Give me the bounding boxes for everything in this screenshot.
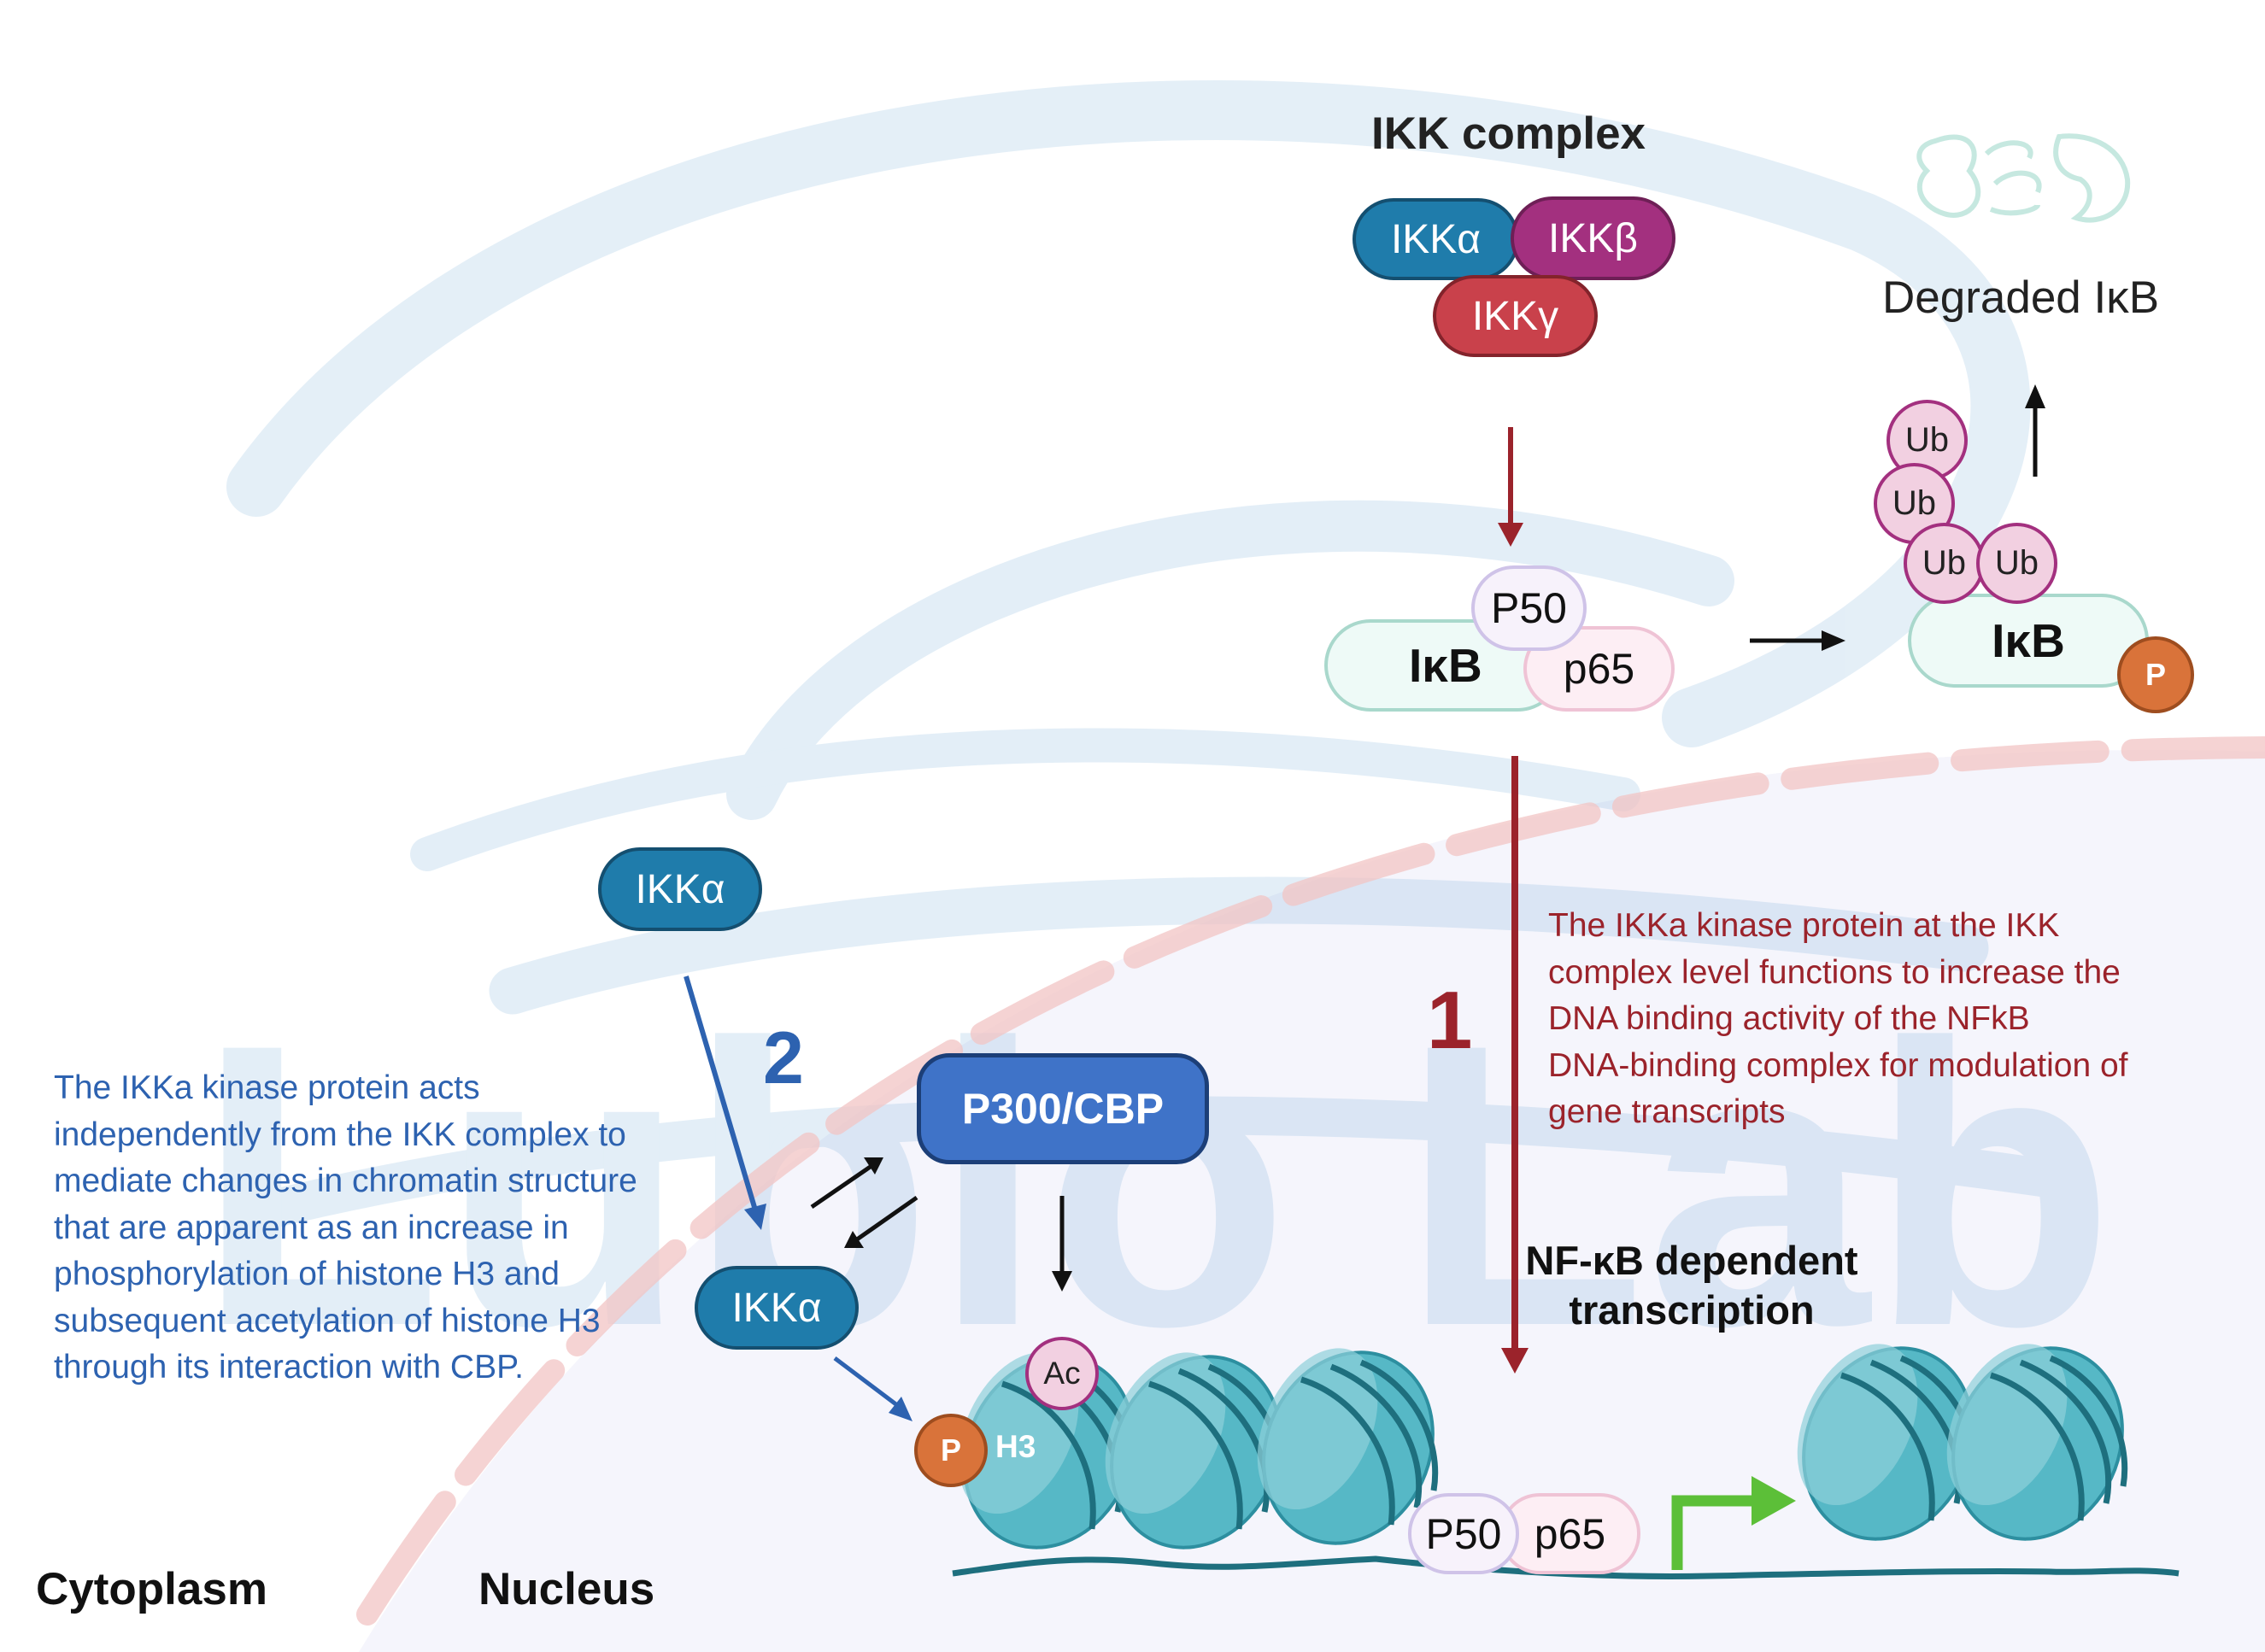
ikk-gamma-subunit: IKKγ bbox=[1433, 275, 1598, 357]
ub-tag: Ub bbox=[1976, 523, 2057, 604]
arrow-p300-to-ikka bbox=[855, 1195, 918, 1242]
histone-h3-label: H3 bbox=[995, 1429, 1036, 1464]
ikka-free-top: IKKα bbox=[598, 847, 762, 931]
svg-text:Lubio Lab: Lubio Lab bbox=[197, 961, 2115, 1409]
p50-bound-dna: P50 bbox=[1408, 1493, 1519, 1574]
arrow-ikka-to-h3 bbox=[833, 1356, 899, 1407]
nucleosome bbox=[1257, 1348, 1439, 1545]
nuclear-membrane bbox=[356, 736, 2265, 1626]
arrow-ikka-to-p300 bbox=[810, 1163, 873, 1210]
nucleosome bbox=[1105, 1352, 1287, 1549]
nucleosome bbox=[1946, 1344, 2128, 1541]
degraded-fragments-icon bbox=[1916, 133, 2131, 223]
ub-tag: Ub bbox=[1904, 523, 1985, 604]
pathway-2-number: 2 bbox=[763, 1017, 804, 1099]
p65-subunit: p65 bbox=[1523, 626, 1675, 712]
nucleus-region bbox=[359, 749, 2265, 1652]
ikk-complex-title: IKK complex bbox=[1371, 108, 1646, 159]
degraded-ikb-label: Degraded IκB bbox=[1882, 272, 2160, 323]
ikk-alpha-subunit: IKKα bbox=[1353, 198, 1519, 280]
watermark-logo: Lubio Lab bbox=[197, 80, 2115, 1409]
promoter-arrow-icon bbox=[1671, 1495, 1760, 1570]
phospho-ikb-protein: IκB bbox=[1908, 594, 2149, 688]
phosphate-group: P bbox=[2117, 636, 2194, 713]
pathway-1-description: The IKKa kinase protein at the IKK compl… bbox=[1548, 907, 2128, 1130]
ikk-beta-subunit: IKKβ bbox=[1511, 196, 1675, 280]
ikb-label: IκB bbox=[1409, 639, 1482, 692]
acetyl-group: Ac bbox=[1025, 1337, 1099, 1410]
pathway-1-number: 1 bbox=[1427, 975, 1473, 1066]
p300-cbp-protein: P300/CBP bbox=[917, 1053, 1209, 1164]
pathway-2-description: The IKKa kinase protein acts independent… bbox=[54, 1069, 637, 1385]
arrow-pathway-2 bbox=[684, 975, 759, 1214]
phosphate-group: P bbox=[914, 1414, 988, 1487]
nucleus-label: Nucleus bbox=[478, 1564, 655, 1614]
ikka-free-bottom: IKKα bbox=[695, 1266, 859, 1350]
cytoplasm-label: Cytoplasm bbox=[36, 1564, 267, 1614]
p65-bound-dna: p65 bbox=[1499, 1493, 1640, 1574]
p50-subunit: P50 bbox=[1471, 565, 1587, 651]
nfkb-transcription-label: NF-κB dependent transcription bbox=[1525, 1238, 1858, 1333]
